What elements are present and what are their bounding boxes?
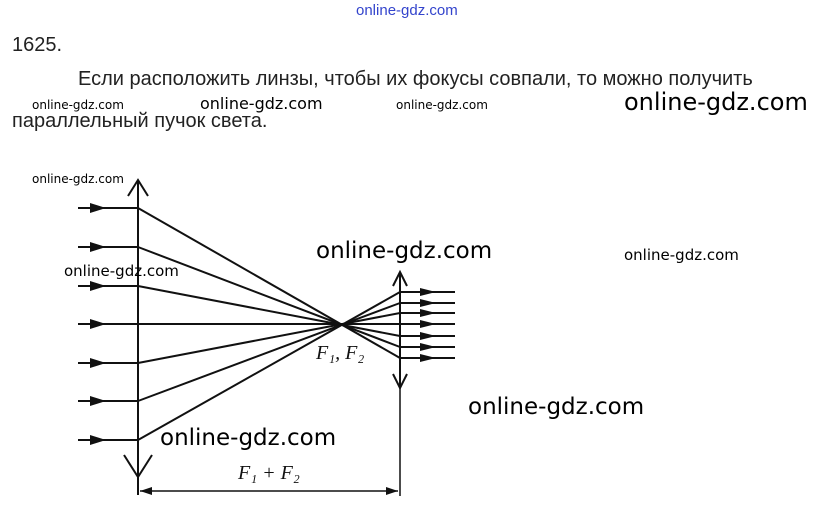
- problem-text-line1: Если расположить линзы, чтобы их фокусы …: [78, 68, 753, 90]
- watermark: online-gdz.com: [468, 394, 645, 420]
- watermark: online-gdz.com: [64, 262, 179, 280]
- watermark: online-gdz.com: [396, 98, 488, 112]
- header-watermark: online-gdz.com: [356, 2, 458, 19]
- problem-number: 1625.: [12, 34, 63, 56]
- problem-text-line2: параллельный пучок света.: [12, 110, 268, 132]
- focus-label: F₁, F₂: [316, 342, 365, 364]
- watermark: online-gdz.com: [624, 88, 808, 116]
- incoming-rays: [78, 207, 138, 441]
- watermark: online-gdz.com: [32, 172, 124, 186]
- watermark: online-gdz.com: [32, 98, 124, 112]
- lens1-bottom-arrow-icon: [123, 454, 153, 479]
- watermark: online-gdz.com: [316, 238, 493, 264]
- watermark: online-gdz.com: [200, 94, 323, 113]
- watermark: online-gdz.com: [624, 246, 739, 264]
- distance-label: F₁ + F₂: [238, 462, 300, 484]
- refracted-rays: [137, 207, 401, 441]
- lens2-top-arrow-icon: [392, 269, 408, 287]
- watermark: online-gdz.com: [160, 425, 337, 451]
- lens1-top-arrow-icon: [127, 178, 149, 197]
